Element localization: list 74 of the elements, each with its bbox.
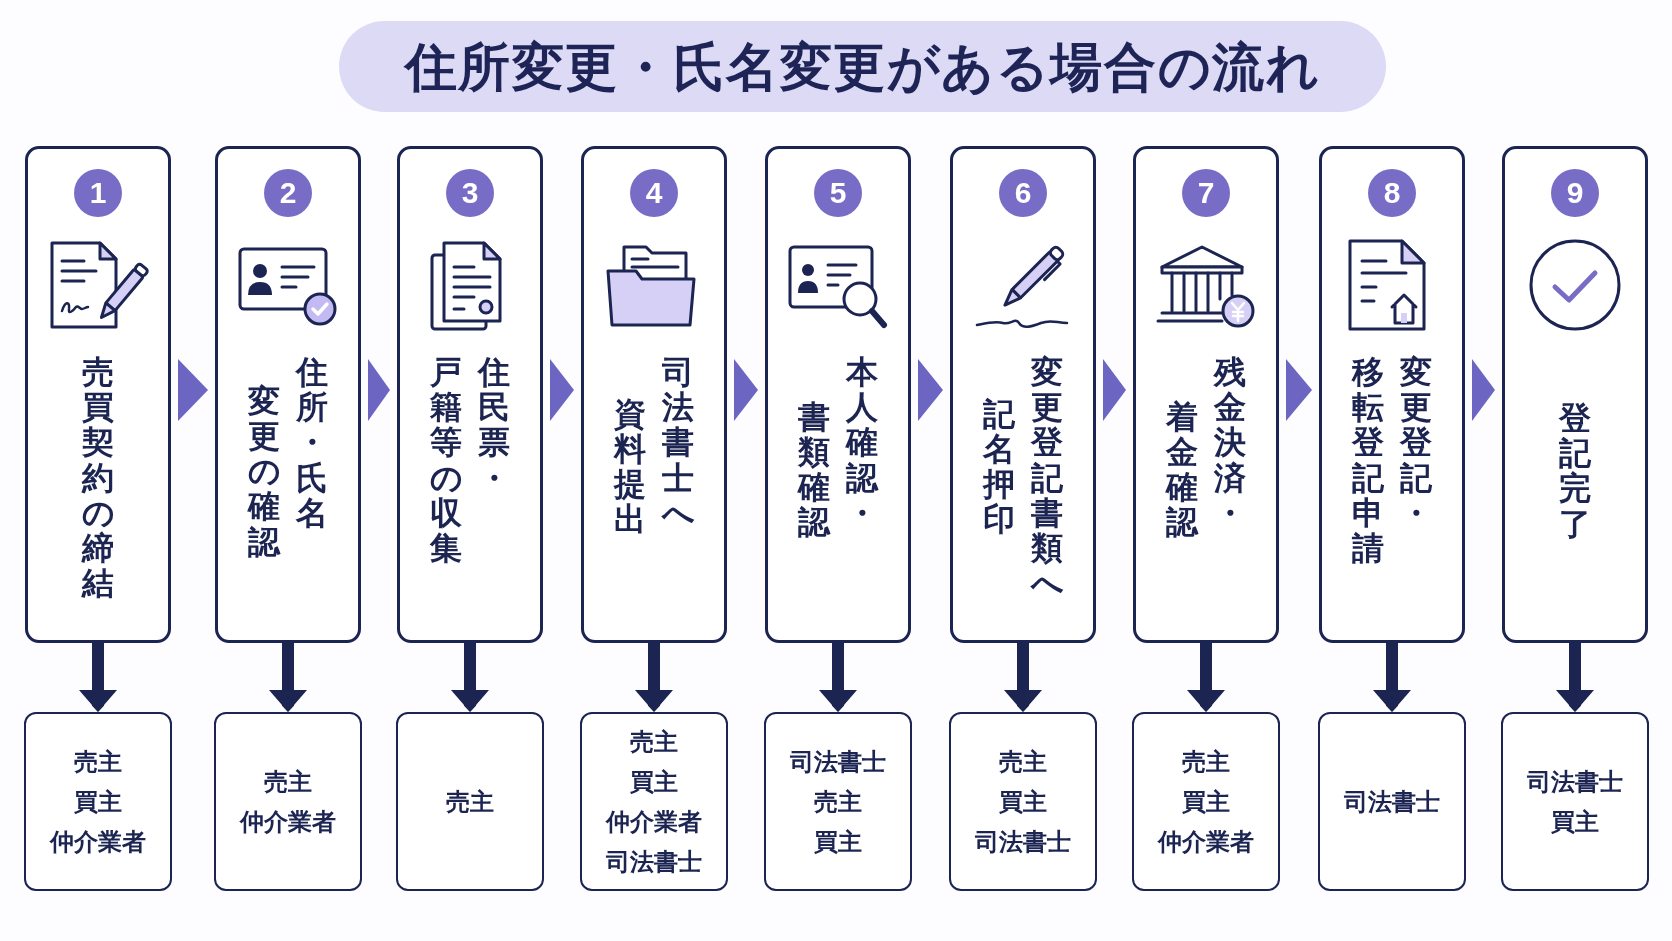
chevron-arrow: [550, 359, 574, 421]
step-number: 8: [1368, 169, 1416, 217]
step-label: 売買契約の締結: [82, 355, 114, 602]
party-name: 売主: [264, 766, 312, 797]
role-box: [214, 712, 362, 891]
down-arrow: [1373, 643, 1411, 712]
down-arrow: [79, 643, 117, 712]
step-label: 変更登記・移転登記申請: [1352, 355, 1432, 567]
party-name: 売主: [1182, 746, 1230, 777]
party-name: 司法書士: [606, 846, 702, 877]
step-card: [215, 146, 361, 643]
step-number: 9: [1551, 169, 1599, 217]
role-box: [1318, 712, 1466, 891]
step-label: 変更登記書類へ記名押印: [983, 355, 1063, 602]
chevron-arrow: [1103, 359, 1126, 421]
party-name: 仲介業者: [50, 826, 146, 857]
party-name: 売主: [999, 746, 1047, 777]
down-arrow: [451, 643, 489, 712]
step-card: [950, 146, 1096, 643]
party-name: 売主: [446, 786, 494, 817]
step-label: 登記完了: [1559, 401, 1591, 542]
party-name: 仲介業者: [1158, 826, 1254, 857]
party-name: 買主: [814, 826, 862, 857]
step-number: 4: [630, 169, 678, 217]
down-arrow: [1004, 643, 1042, 712]
party-name: 仲介業者: [240, 806, 336, 837]
step-card: [765, 146, 911, 643]
party-name: 司法書士: [790, 746, 886, 777]
step-card: [1502, 146, 1648, 643]
chevron-arrow: [368, 359, 390, 421]
role-box: [764, 712, 912, 891]
down-arrow: [269, 643, 307, 712]
party-name: 売主: [814, 786, 862, 817]
chevron-arrow: [178, 359, 208, 421]
step-card: [1319, 146, 1465, 643]
role-box: [580, 712, 728, 891]
chevron-arrow: [1286, 359, 1312, 421]
step-card: [1133, 146, 1279, 643]
step-card: [581, 146, 727, 643]
chevron-arrow: [734, 359, 758, 421]
down-arrow: [1556, 643, 1594, 712]
party-name: 買主: [999, 786, 1047, 817]
step-card: [25, 146, 171, 643]
step-number: 2: [264, 169, 312, 217]
step-label: 住民票・戸籍等の収集: [430, 355, 510, 567]
step-label: 司法書士へ資料提出: [614, 355, 694, 538]
step-number: 5: [814, 169, 862, 217]
party-name: 売主: [74, 746, 122, 777]
down-arrow: [819, 643, 857, 712]
role-box: [949, 712, 1097, 891]
step-number: 6: [999, 169, 1047, 217]
role-box: [1132, 712, 1280, 891]
party-name: 司法書士: [975, 826, 1071, 857]
party-name: 司法書士: [1344, 786, 1440, 817]
step-number: 3: [446, 169, 494, 217]
title: 住所変更・氏名変更がある場合の流れ: [339, 21, 1386, 112]
down-arrow: [1187, 643, 1225, 712]
party-name: 買主: [630, 766, 678, 797]
party-name: 売主: [630, 726, 678, 757]
step-number: 1: [74, 169, 122, 217]
chevron-arrow: [1472, 359, 1495, 421]
party-name: 買主: [1182, 786, 1230, 817]
role-box: [24, 712, 172, 891]
party-name: 買主: [1551, 806, 1599, 837]
step-label: 住所・氏名変更の確認: [248, 355, 328, 560]
step-card: [397, 146, 543, 643]
party-name: 仲介業者: [606, 806, 702, 837]
chevron-arrow: [918, 359, 943, 421]
step-number: 7: [1182, 169, 1230, 217]
party-name: 買主: [74, 786, 122, 817]
role-box: [396, 712, 544, 891]
down-arrow: [635, 643, 673, 712]
role-box: [1501, 712, 1649, 891]
party-name: 司法書士: [1527, 766, 1623, 797]
